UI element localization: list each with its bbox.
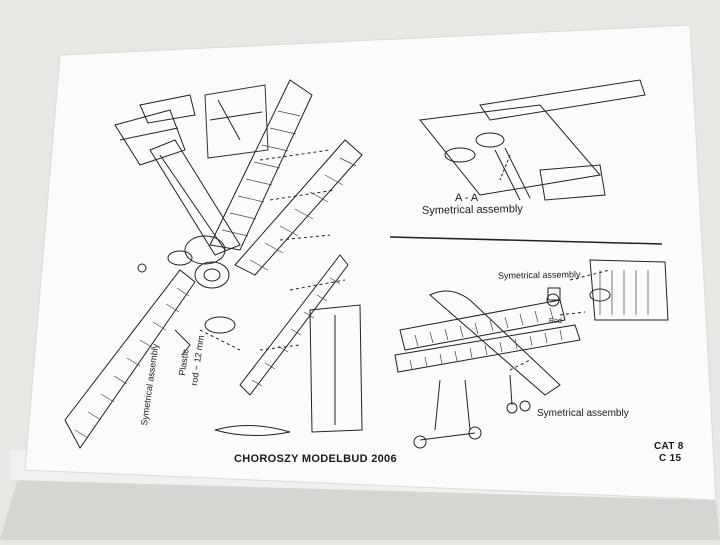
section-a-a-detail-diagram [419, 79, 646, 201]
section-divider [389, 236, 663, 245]
page-code-line1: CAT 8 [654, 441, 684, 452]
lower-bottom-symetrical-assembly-label: Symetrical assembly [537, 408, 629, 419]
paper-sheet [25, 25, 716, 500]
lower-top-symetrical-assembly-label: Symetrical assembly [497, 269, 581, 281]
wing-rib-hatching [74, 110, 357, 439]
section-a-a-label: A - A [455, 192, 479, 204]
upper-symetrical-assembly-label: Symetrical assembly [421, 203, 523, 217]
left-exploded-biplane-diagram [64, 79, 363, 449]
lower-right-biplane-assembly-diagram [394, 259, 669, 449]
footer-brand: CHOROSZY MODELBUD 2006 [234, 453, 397, 465]
lower-right-wing-ribs [409, 270, 649, 371]
page-code-line2: C 15 [659, 453, 682, 464]
rod-label: Rod [549, 318, 562, 325]
